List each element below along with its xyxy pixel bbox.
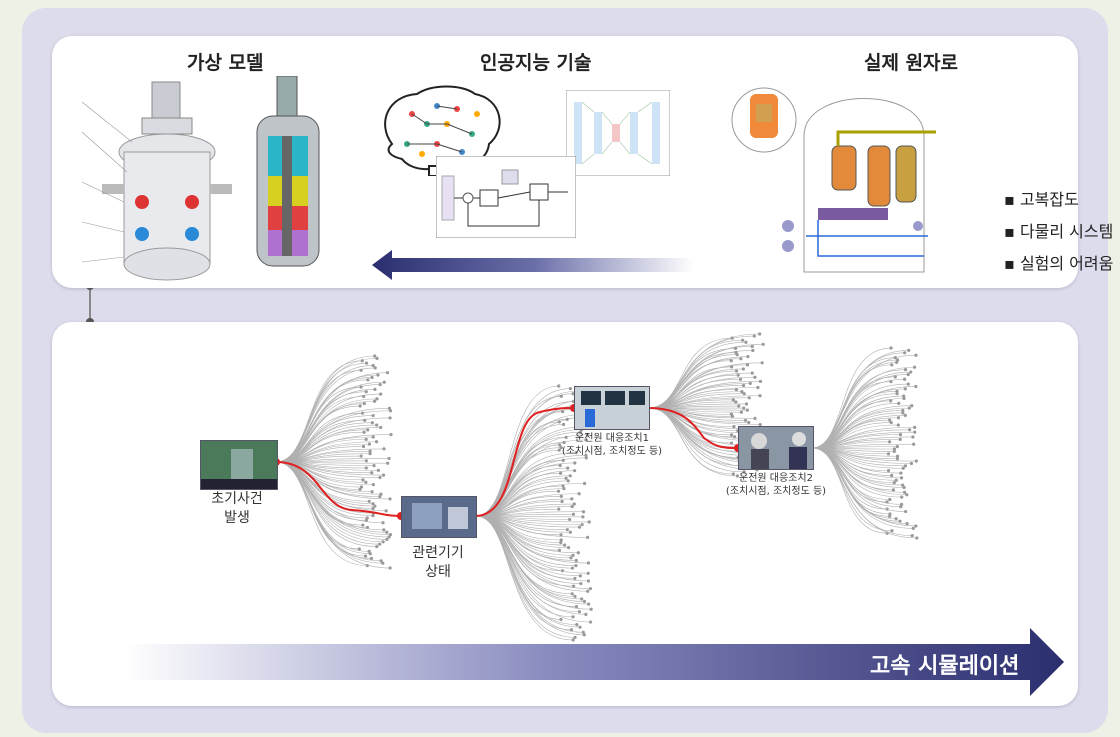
highlighted-path-2 (474, 407, 575, 517)
operator-action-1-caption: 운전원 대응조치1 (조치시점, 조치정도 등) (550, 432, 674, 458)
tree-fan-4 (811, 346, 919, 540)
neural-network-diagram (566, 90, 670, 176)
equipment-state-line2: 상태 (425, 564, 451, 580)
reactor-cross-section-image (256, 76, 320, 267)
equipment-state-caption: 관련기기 상태 (386, 544, 490, 582)
reactor-vessel-exterior-image (81, 81, 232, 281)
high-speed-simulation-label: 고속 시뮬레이션 (870, 654, 1020, 679)
bullet-high-complexity: 고복잡도 (1004, 186, 1079, 210)
high-speed-simulation-arrow (124, 628, 1064, 696)
power-plant-schematic (731, 87, 936, 273)
tree-fan-3 (647, 332, 765, 478)
initial-event-caption: 초기사건 발생 (182, 490, 292, 528)
equipment-state-photo (401, 496, 477, 538)
initial-event-line1: 초기사건 (211, 491, 263, 507)
highlighted-path-1 (275, 461, 402, 517)
operator-action-1-line1: 운전원 대응조치1 (575, 433, 649, 444)
left-gradient-arrow (372, 250, 694, 280)
bottom-panel: 초기사건 발생 관련기기 상태 운전원 대응조치1 (조치시점, 조치정도 등)… (52, 322, 1078, 706)
operator-action-2-caption: 운전원 대응조치2 (조치시점, 조치정도 등) (714, 472, 838, 498)
equipment-state-line1: 관련기기 (412, 545, 464, 561)
operator-action-2-photo (738, 426, 814, 470)
virtual-model-title: 가상 모델 (187, 52, 264, 74)
operator-action-2-line2: (조치시점, 조치정도 등) (725, 486, 827, 497)
ai-technology-title: 인공지능 기술 (480, 52, 592, 74)
real-reactor-title: 실제 원자로 (864, 52, 959, 74)
operator-action-1-photo (574, 386, 650, 430)
bullet-multiphysics-system: 다물리 시스템 (1004, 218, 1113, 242)
tree-fan-1 (275, 354, 393, 570)
top-panel: 가상 모델 인공지능 기술 실제 원자로 (52, 36, 1113, 288)
initial-event-photo (200, 440, 278, 490)
initial-event-line2: 발생 (224, 510, 250, 526)
bullet-experiment-difficulty: 실험의 어려움 (1004, 250, 1113, 274)
operator-action-2-line1: 운전원 대응조치2 (739, 473, 813, 484)
simulation-branching-tree (272, 332, 919, 642)
operator-action-1-line2: (조치시점, 조치정도 등) (561, 446, 663, 457)
highlighted-path-3 (647, 407, 739, 449)
block-diagram-image (436, 156, 576, 238)
